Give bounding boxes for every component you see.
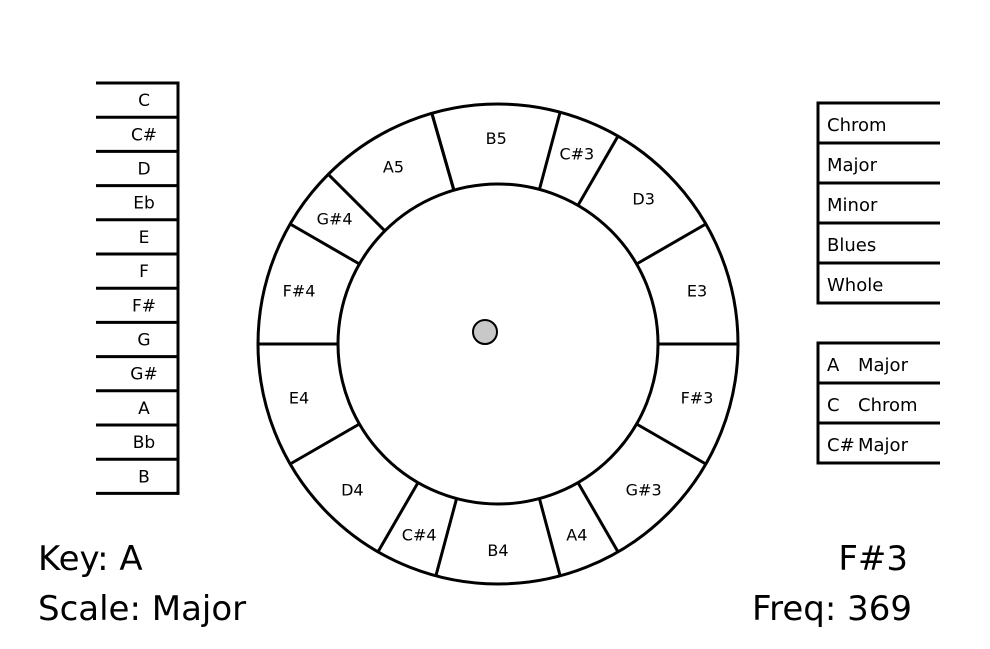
ring-segment-label: C#3 (559, 145, 594, 164)
ring-segment-label: B5 (486, 129, 507, 148)
scale-type-whole[interactable]: Whole (818, 261, 940, 303)
ring-divider (576, 135, 620, 207)
note-key-b[interactable]: B (96, 457, 178, 493)
scale-label: Scale: Major (38, 589, 247, 629)
ring-segment-label: C#4 (402, 525, 437, 544)
ring-segment-e3[interactable]: E3 (636, 224, 738, 344)
note-key-d[interactable]: D (96, 149, 178, 185)
pitch-indicator-dot (472, 319, 498, 345)
ring-segment-a4[interactable]: A4 (539, 482, 618, 576)
note-key-label: Eb (133, 194, 155, 214)
ring-divider (635, 422, 707, 466)
ring-segment-f-sharp3[interactable]: F#3 (636, 344, 738, 464)
note-key-label: E (139, 228, 150, 248)
ring-segment-label: B4 (487, 541, 508, 560)
ring-segment-c-sharp3[interactable]: C#3 (539, 112, 618, 206)
note-key-g[interactable]: G (96, 320, 178, 356)
ring-segment-label: F#4 (283, 282, 316, 301)
note-key-label: F (139, 262, 149, 282)
ring-outer-border (256, 102, 740, 586)
note-key-a[interactable]: A (96, 389, 178, 425)
ring-segment-d3[interactable]: D3 (578, 136, 706, 264)
ring-segment-c-sharp4[interactable]: C#4 (378, 482, 457, 576)
ring-segment-label: G#4 (317, 210, 353, 229)
scale-type-label: Whole (827, 275, 883, 296)
scale-type-chrom[interactable]: Chrom (818, 101, 940, 143)
note-key-label: C# (131, 125, 157, 145)
preset-scale-label: Chrom (858, 395, 918, 416)
preset-note-label: C (827, 395, 840, 416)
note-key-bb[interactable]: Bb (96, 423, 178, 459)
ring-divider (635, 222, 707, 266)
ring-segment-label: E3 (687, 282, 707, 301)
note-key-label: F# (132, 296, 156, 316)
ring-segment-label: G#3 (626, 481, 662, 500)
ring-segment-label: A5 (383, 158, 404, 177)
scale-type-label: Minor (827, 195, 878, 216)
preset-a-major[interactable]: A Major (818, 341, 940, 383)
note-key-label: D (137, 160, 150, 180)
frequency-label: Freq: 369 (752, 589, 912, 629)
note-key-c[interactable]: C (96, 81, 178, 117)
ring-segment-label: E4 (289, 388, 309, 407)
ring-divider (289, 422, 361, 466)
ring-segment-label: D3 (632, 189, 655, 208)
note-key-label: C (138, 91, 150, 111)
scale-type-label: Major (827, 155, 878, 176)
ring-segment-f-sharp4[interactable]: F#4 (258, 224, 360, 344)
ring-divider (537, 498, 562, 577)
note-key-label: B (138, 467, 150, 487)
scale-type-blues[interactable]: Blues (818, 221, 940, 263)
scale-type-label: Chrom (827, 115, 887, 136)
note-key-c-sharp[interactable]: C# (96, 115, 178, 151)
preset-scale-label: Major (858, 435, 909, 456)
ring-divider (434, 498, 459, 577)
ring-segment-label: A4 (566, 525, 587, 544)
ring-segment-label: D4 (341, 481, 364, 500)
preset-c-chrom[interactable]: C Chrom (818, 381, 940, 423)
note-key-g-sharp[interactable]: G# (96, 355, 178, 391)
ring-divider (327, 173, 386, 232)
note-key-label: A (138, 399, 150, 419)
scale-type-major[interactable]: Major (818, 141, 940, 183)
note-key-eb[interactable]: Eb (96, 184, 178, 220)
note-key-label: G (137, 331, 150, 351)
preset-c-sharp-major[interactable]: C#Major (818, 421, 940, 463)
ring-divider (289, 222, 361, 266)
note-key-label: G# (130, 365, 157, 385)
ring-segment-label: F#3 (681, 388, 714, 407)
note-key-label: Bb (133, 433, 155, 453)
current-note-label: F#3 (838, 539, 908, 579)
scale-type-label: Blues (827, 235, 876, 256)
note-key-f-sharp[interactable]: F# (96, 286, 178, 322)
note-key-e[interactable]: E (96, 218, 178, 254)
ring-segment-g-sharp4[interactable]: G#4 (290, 174, 385, 264)
ring-segment-d4[interactable]: D4 (290, 424, 418, 552)
ring-divider (376, 481, 420, 553)
scale-type-minor[interactable]: Minor (818, 181, 940, 223)
note-key-f[interactable]: F (96, 252, 178, 288)
ring-divider (430, 112, 456, 191)
key-label: Key: A (38, 539, 143, 579)
ring-divider (576, 481, 620, 553)
ring-inner-border (336, 182, 660, 506)
ring-segment-b4[interactable]: B4 (435, 498, 561, 584)
preset-scale-label: Major (858, 355, 909, 376)
ring-segment-e4[interactable]: E4 (258, 344, 360, 464)
preset-note-label: A (827, 355, 840, 376)
ring-divider (537, 111, 562, 190)
preset-note-label: C# (827, 435, 855, 456)
ring-segment-b5[interactable]: B5 (431, 104, 561, 191)
ring-segment-g-sharp3[interactable]: G#3 (578, 424, 706, 552)
